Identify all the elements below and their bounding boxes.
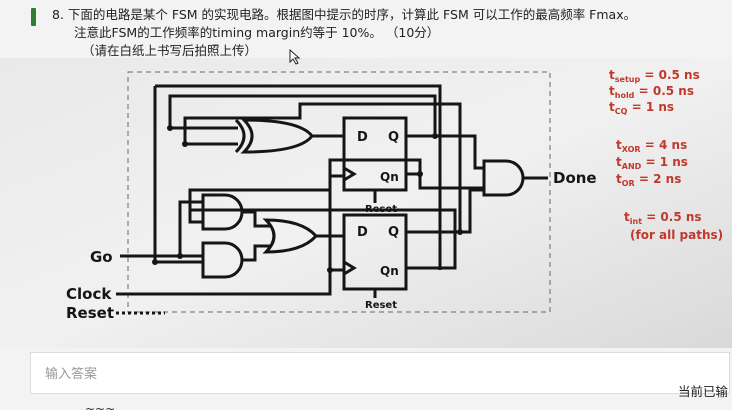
ff1-qn-label: Qn	[380, 170, 399, 184]
ff2-reset-label: Reset	[365, 300, 397, 311]
question-text: 8. 下面的电路是某个 FSM 的实现电路。根据图中提示的时序，计算此 FSM …	[52, 6, 727, 60]
answer-input[interactable]	[43, 363, 647, 385]
or-gate	[262, 218, 318, 254]
question-line-1: 8. 下面的电路是某个 FSM 的实现电路。根据图中提示的时序，计算此 FSM …	[52, 7, 637, 22]
and-gate-2	[201, 241, 244, 279]
status-text: 当前已输	[677, 384, 728, 399]
question-line-2: 注意此FSM的工作频率的timing margin约等于 10%。 （10分）	[74, 25, 440, 40]
circuit-photo: D Q Qn Reset D Q Qn Reset Go Clock Reset…	[0, 58, 732, 348]
done-label: Done	[553, 169, 597, 187]
clock-label: Clock	[66, 285, 112, 303]
ff2-qn-label: Qn	[380, 264, 399, 278]
ff2-d-label: D	[357, 225, 368, 240]
footer-cutoff: ~~~	[85, 402, 116, 410]
ff1-q-label: Q	[388, 130, 399, 145]
question-number: 8.	[52, 7, 64, 22]
output-and-gate	[482, 159, 525, 197]
answer-box[interactable]	[30, 352, 730, 394]
fsm-boundary	[127, 71, 551, 313]
go-label: Go	[90, 248, 113, 266]
reset-label: Reset	[66, 304, 114, 322]
t-int-note: (for all paths)	[630, 228, 723, 242]
xor-gate	[240, 118, 314, 154]
t-int: tint = 0.5 ns	[624, 210, 702, 226]
and-gate-1	[201, 193, 244, 231]
question-marker	[31, 8, 36, 26]
ff1-reset-label: Reset	[365, 204, 397, 215]
ff1-d-label: D	[357, 130, 368, 145]
question-line-3: （请在白纸上书写后拍照上传）	[82, 43, 258, 58]
mouse-cursor-icon	[289, 49, 301, 65]
ff2-q-label: Q	[388, 225, 399, 240]
